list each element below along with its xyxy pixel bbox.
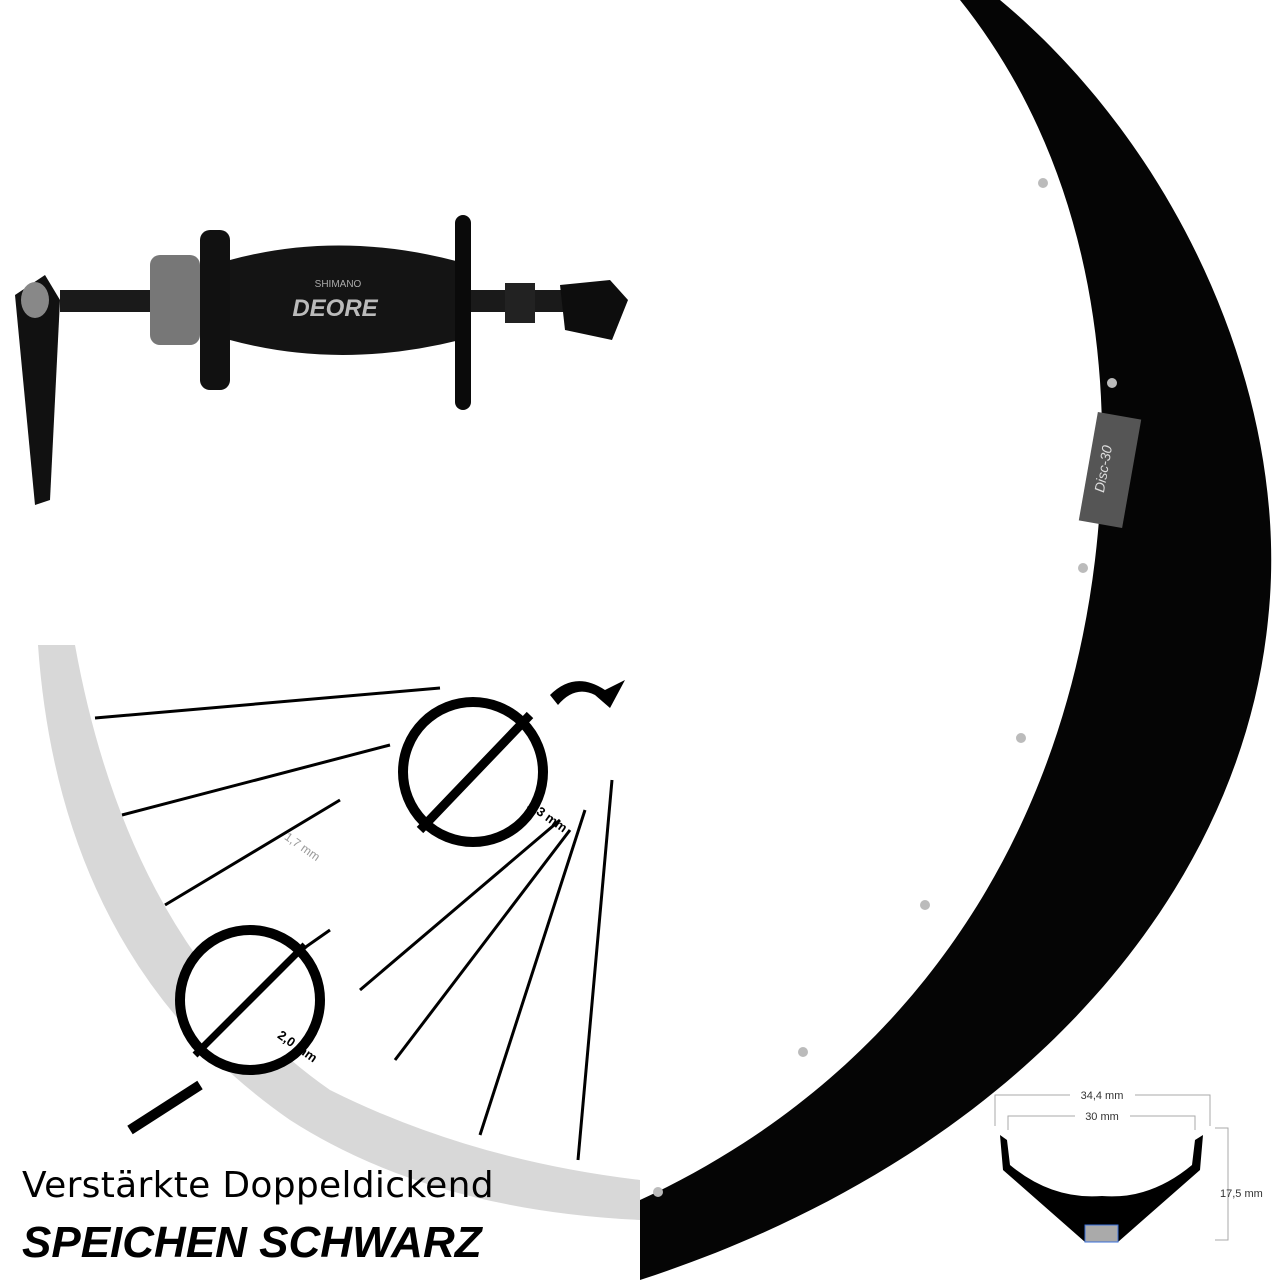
magnifier-top: 2,3 mm	[398, 697, 570, 847]
caption-line-1: Verstärkte Doppeldickend	[22, 1165, 494, 1206]
caption-line-2: SPEICHEN SCHWARZ	[22, 1218, 482, 1267]
rim	[640, 0, 1272, 1280]
rim-eyelets	[653, 178, 1117, 1197]
svg-text:DEORE: DEORE	[292, 295, 378, 322]
wheel-rim-segment	[38, 645, 640, 1220]
spoke-center-label: 1,7 mm	[282, 830, 323, 864]
valve	[550, 680, 625, 708]
spokes	[94, 686, 614, 1161]
rim-profile-diagram: 34,4 mm 30 mm 17,5 mm	[994, 1090, 1263, 1243]
svg-text:34,4 mm: 34,4 mm	[1081, 1090, 1124, 1102]
svg-text:SHIMANO: SHIMANO	[315, 279, 362, 290]
hub: SHIMANO DEORE	[15, 215, 628, 505]
rim-sticker: Disc-30	[1078, 412, 1142, 528]
svg-text:17,5 mm: 17,5 mm	[1220, 1188, 1263, 1200]
svg-text:30 mm: 30 mm	[1085, 1111, 1119, 1123]
magnifier-bottom: 2,0 mm	[175, 925, 325, 1075]
